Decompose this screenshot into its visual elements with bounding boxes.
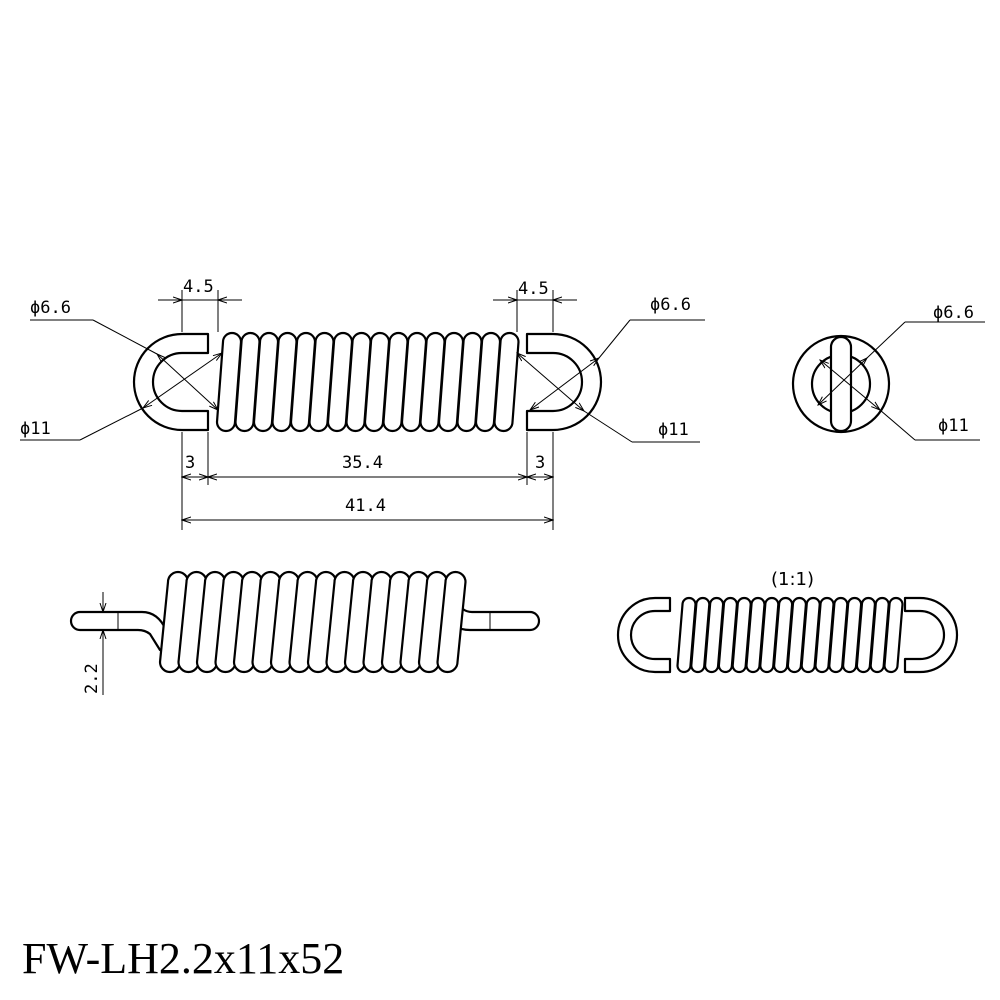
outer-dia-right-label: ϕ11 bbox=[658, 420, 689, 440]
end-view-hook-wire bbox=[829, 335, 853, 433]
side-view: 2.2 bbox=[69, 570, 541, 695]
front-view-coils bbox=[215, 331, 520, 433]
wire-dia-label: 2.2 bbox=[82, 663, 102, 694]
left-hook-arm bbox=[69, 610, 174, 652]
right-hook bbox=[525, 332, 603, 432]
inner-dia-right-label: ϕ6.6 bbox=[650, 295, 691, 315]
left-hook bbox=[132, 332, 210, 432]
scaled-right-hook bbox=[903, 596, 959, 674]
hook-offset-left-label: 4.5 bbox=[183, 277, 214, 297]
end-view-inner-dia-label: ϕ6.6 bbox=[933, 303, 974, 323]
coil-turn bbox=[883, 596, 904, 674]
scaled-left-hook bbox=[616, 596, 672, 674]
end-view-outer-dia-label: ϕ11 bbox=[938, 416, 969, 436]
coil-turn bbox=[436, 570, 467, 674]
part-number: FW-LH2.2x11x52 bbox=[22, 934, 345, 983]
scaled-view-coils bbox=[676, 596, 904, 674]
side-view-coils bbox=[158, 570, 467, 674]
outer-dia-left-label: ϕ11 bbox=[20, 419, 51, 439]
front-view: 4.5 4.5 ϕ6.6 ϕ11 ϕ6.6 ϕ11 3 35.4 3 41.4 bbox=[20, 277, 705, 530]
hook-length-left-label: 3 bbox=[185, 453, 195, 473]
body-length-label: 35.4 bbox=[342, 453, 383, 473]
end-view: ϕ6.6 ϕ11 bbox=[791, 303, 985, 441]
coil-turn bbox=[493, 331, 520, 433]
scale-label: (1:1) bbox=[771, 569, 814, 590]
hook-length-right-label: 3 bbox=[535, 453, 545, 473]
overall-length-label: 41.4 bbox=[345, 496, 386, 516]
hook-offset-right-label: 4.5 bbox=[518, 279, 549, 299]
inner-dia-left-label: ϕ6.6 bbox=[30, 298, 71, 318]
scaled-view: (1:1) bbox=[616, 569, 959, 674]
